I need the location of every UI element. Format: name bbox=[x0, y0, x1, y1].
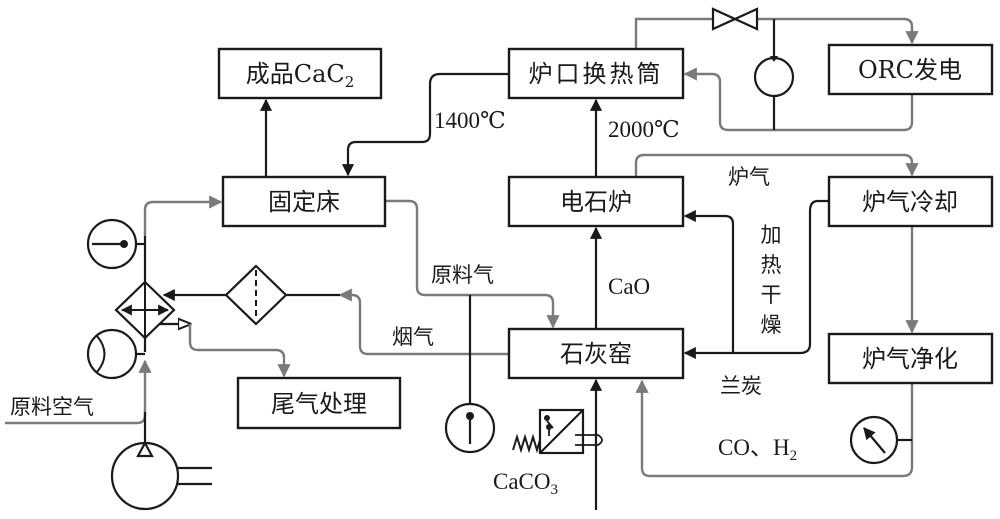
flow-exchanger-to-fixedbed bbox=[145, 202, 221, 236]
fixed-bed-label: 固定床 bbox=[268, 188, 340, 216]
label-cao: CaO bbox=[608, 274, 650, 299]
label-temp-2000: 2000℃ bbox=[608, 117, 680, 142]
pressure-gauge-icon[interactable] bbox=[851, 417, 897, 463]
furnace-gas-purification-label: 炉气净化 bbox=[862, 345, 958, 373]
label-raw-air: 原料空气 bbox=[10, 395, 94, 419]
svg-text:成品CaC2: 成品CaC2 bbox=[246, 60, 355, 91]
box-fixed-bed[interactable]: 固定床 bbox=[223, 177, 385, 226]
product-cac2-label: 成品CaC bbox=[246, 60, 345, 88]
gate-valve-icon[interactable] bbox=[713, 9, 757, 29]
flow-furnacegas-to-cooling bbox=[636, 155, 912, 177]
label-semi-coke: 兰炭 bbox=[720, 374, 762, 398]
svg-text:干: 干 bbox=[761, 283, 782, 307]
carbide-furnace-label: 电石炉 bbox=[560, 188, 632, 216]
box-furnace-gas-purification[interactable]: 炉气净化 bbox=[829, 334, 992, 383]
thermometer-left-icon[interactable] bbox=[88, 220, 136, 268]
label-flue-gas: 烟气 bbox=[392, 325, 434, 349]
box-product-cac2[interactable]: 成品CaC2 bbox=[219, 49, 381, 98]
label-furnace-gas: 炉气 bbox=[728, 165, 770, 189]
box-orc-power[interactable]: ORC发电 bbox=[829, 45, 992, 94]
box-lime-kiln[interactable]: 石灰窑 bbox=[509, 329, 683, 378]
lime-kiln-label: 石灰窑 bbox=[560, 340, 632, 368]
svg-text:热: 热 bbox=[761, 253, 782, 277]
orc-power-label: ORC发电 bbox=[858, 56, 962, 84]
box-tail-gas-treatment[interactable]: 尾气处理 bbox=[238, 378, 400, 428]
furnace-heat-exchanger-label: 炉口换热筒 bbox=[529, 60, 664, 88]
flow-exchanger-to-tailgas bbox=[190, 324, 284, 376]
thermometer-mid-icon[interactable] bbox=[446, 404, 494, 452]
box-carbide-furnace[interactable]: 电石炉 bbox=[509, 177, 683, 226]
label-temp-1400: 1400℃ bbox=[434, 108, 506, 133]
furnace-gas-cooling-label: 炉气冷却 bbox=[862, 188, 958, 216]
product-cac2-sub: 2 bbox=[345, 73, 355, 91]
spring-actuated-feeder-icon[interactable] bbox=[513, 410, 602, 453]
compressor-icon[interactable] bbox=[112, 443, 212, 509]
flow-heat-dry bbox=[685, 201, 829, 353]
label-raw-gas: 原料气 bbox=[431, 263, 494, 287]
filter-icon[interactable] bbox=[226, 266, 286, 324]
label-caco3: CaCO3 bbox=[493, 469, 558, 498]
box-furnace-heat-exchanger[interactable]: 炉口换热筒 bbox=[509, 49, 683, 98]
box-furnace-gas-cooling[interactable]: 炉气冷却 bbox=[829, 177, 992, 226]
flow-semicoke-to-furnace bbox=[685, 216, 733, 353]
svg-text:加: 加 bbox=[761, 223, 782, 247]
label-co-h2: CO、H2 bbox=[718, 435, 797, 464]
pump-icon[interactable] bbox=[755, 56, 793, 96]
fan-icon[interactable] bbox=[88, 330, 136, 378]
tail-gas-treatment-label: 尾气处理 bbox=[271, 390, 367, 418]
heat-exchanger-icon[interactable] bbox=[116, 282, 174, 338]
label-heat-dry: 加 热 干 燥 bbox=[761, 223, 782, 337]
svg-text:燥: 燥 bbox=[761, 313, 782, 337]
